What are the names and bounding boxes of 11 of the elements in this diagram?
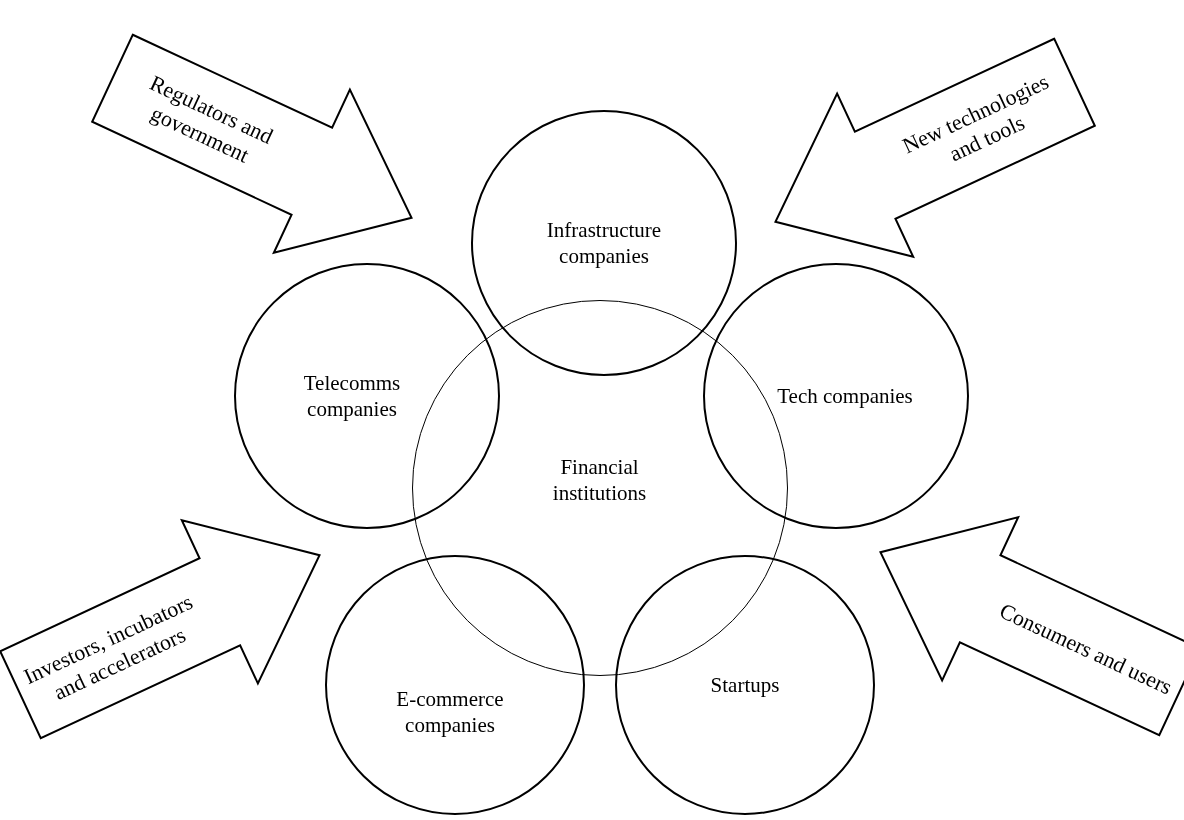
circle	[615, 555, 875, 815]
circle-label: Startups	[709, 672, 781, 698]
circle	[234, 263, 500, 529]
circle-label: Infrastructure companies	[545, 217, 663, 269]
circle	[325, 555, 585, 815]
circle-label: Telecomms companies	[302, 370, 402, 422]
circle	[703, 263, 969, 529]
circle	[471, 110, 737, 376]
circle-label: Financial institutions	[551, 453, 648, 506]
circle-label: E-commerce companies	[395, 686, 505, 738]
circle-label: Tech companies	[776, 383, 914, 409]
